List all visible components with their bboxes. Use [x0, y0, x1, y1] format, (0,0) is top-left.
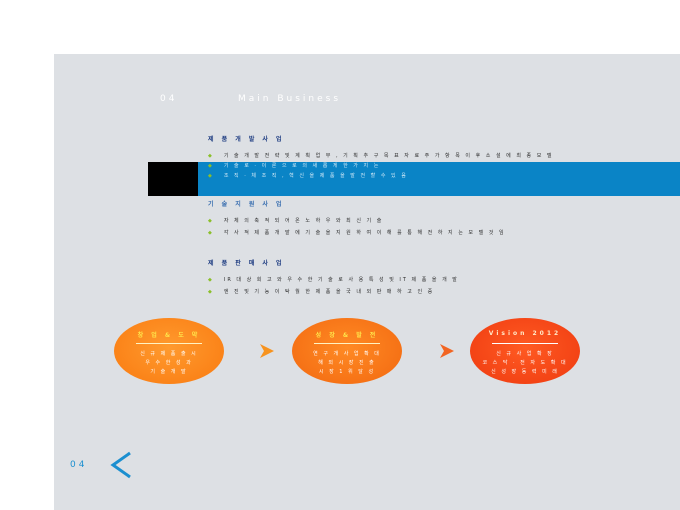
list-item: ◆기 술 개 발 전 략 및 계 획 업 무 , 기 획 추 구 목 표 자 료… — [208, 153, 554, 159]
bullet-icon: ◆ — [208, 163, 214, 169]
chevron-right-icon — [260, 344, 274, 358]
stage-description: 신 규 제 품 출 시 우 수 한 성 과 기 술 개 발 — [140, 351, 198, 375]
bullet-icon: ◆ — [208, 153, 214, 159]
highlight-block — [148, 162, 198, 196]
section-number: 04 — [160, 94, 178, 104]
list-item: ◆자 체 의 축 적 되 어 온 노 하 우 와 최 신 기 술 — [208, 218, 384, 224]
bullet-icon: ◆ — [208, 230, 214, 236]
list-item: ◆각 사 적 제 품 개 발 에 기 술 을 지 원 하 여 이 해 를 통 해… — [208, 230, 506, 236]
bullet-icon: ◆ — [208, 277, 214, 283]
list-item: ◆IR 대 상 회 고 와 우 수 한 기 술 로 사 용 특 성 및 IT 제… — [208, 277, 459, 283]
bullet-icon: ◆ — [208, 173, 214, 179]
list-item: ◆조 직 · 체 조 직 , 혁 신 을 제 품 을 발 전 할 수 있 음 — [208, 173, 408, 179]
chevron-right-icon — [440, 344, 454, 358]
stage-startup: 창 업 & 도 약 신 규 제 품 출 시 우 수 한 성 과 기 술 개 발 — [114, 318, 224, 384]
bullet-icon: ◆ — [208, 289, 214, 295]
divider — [492, 343, 558, 344]
stage-title: Vision 2012 — [488, 330, 562, 337]
section-title: Main Business — [238, 94, 342, 104]
stage-description: 신 규 사 업 확 장 코 스 닥 · 전 자 도 확 대 신 성 장 동 력 … — [482, 351, 568, 375]
highlight-band — [148, 162, 680, 196]
bullet-icon: ◆ — [208, 218, 214, 224]
list-item: ◆엔 진 및 기 능 이 탁 월 한 제 품 을 국 내 외 판 매 하 고 인… — [208, 289, 435, 295]
stage-description: 연 구 개 사 업 확 대 해 외 시 장 진 출 시 장 1 위 달 성 — [313, 351, 381, 375]
business-heading-product-dev: 제 품 개 발 사 업 — [208, 136, 285, 143]
stage-title: 성 장 & 발 전 — [315, 332, 379, 339]
page-number: 04 — [70, 460, 88, 470]
stage-title: 창 업 & 도 약 — [137, 332, 201, 339]
stage-growth: 성 장 & 발 전 연 구 개 사 업 확 대 해 외 시 장 진 출 시 장 … — [292, 318, 402, 384]
business-heading-product-sales: 제 품 판 매 사 업 — [208, 260, 285, 267]
divider — [136, 343, 202, 344]
slide-background — [54, 54, 680, 510]
chevron-left-icon[interactable] — [108, 450, 134, 480]
list-item: ◆기 술 로 · 이 론 으 로 의 새 롭 게 한 가 지 는 — [208, 163, 381, 169]
stage-vision: Vision 2012 신 규 사 업 확 장 코 스 닥 · 전 자 도 확 … — [470, 318, 580, 384]
business-heading-tech-support: 기 술 지 원 사 업 — [208, 201, 285, 208]
divider — [314, 343, 380, 344]
